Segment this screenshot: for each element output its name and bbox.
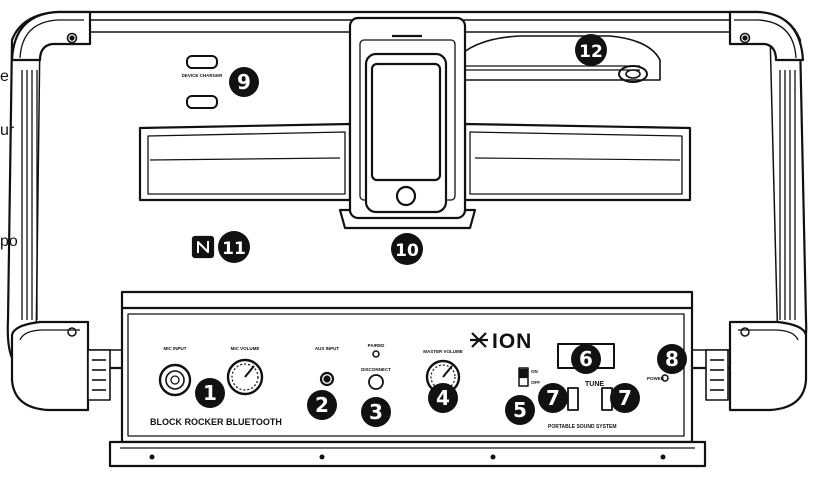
callout-circle-1 <box>195 378 225 408</box>
callout-10: 10 <box>391 233 423 265</box>
tune-label: TUNE <box>585 381 604 388</box>
callout-4: 4 <box>428 383 458 413</box>
nfc-icon <box>191 235 215 259</box>
callout-number-11: 11 <box>222 239 246 259</box>
paired-label: PAIRED <box>368 343 385 348</box>
hinge-right <box>705 349 729 401</box>
callout-7a: 7 <box>538 383 568 413</box>
callout-circle-5 <box>505 395 535 425</box>
right-side-fins <box>779 70 796 320</box>
callout-number-10: 10 <box>395 241 419 261</box>
switch-on-label: ON <box>531 369 538 374</box>
callout-circle-11 <box>218 231 250 263</box>
mic-volume-label: MIC VOLUME <box>231 346 260 351</box>
mic-input-label: MIC INPUT <box>164 346 187 351</box>
disconnect-label: DISCONNECT <box>361 367 391 372</box>
corner-bumper-top-right <box>728 10 805 62</box>
left-side-fins <box>21 70 38 320</box>
device-charger-label: DEVICE CHARGER <box>182 73 224 78</box>
callout-circle-10 <box>391 233 423 265</box>
callout-9: 9 <box>229 67 259 97</box>
callout-number-5: 5 <box>513 398 527 422</box>
paired-led <box>372 350 380 358</box>
callout-number-6: 6 <box>579 347 593 371</box>
callout-number-7a: 7 <box>546 386 560 410</box>
disconnect-button <box>368 374 384 390</box>
edge-text-fragment-1: e <box>0 68 9 85</box>
callout-circle-6 <box>571 344 601 374</box>
callout-number-9: 9 <box>237 70 251 94</box>
callout-circle-7b <box>610 383 640 413</box>
callout-number-3: 3 <box>369 400 383 424</box>
tagline: PORTABLE SOUND SYSTEM <box>548 424 617 430</box>
corner-bumper-top-left <box>10 10 92 62</box>
carry-handle <box>454 35 661 83</box>
model-name: BLOCK ROCKER BLUETOOTH <box>150 417 282 427</box>
mic-volume-knob <box>226 358 264 396</box>
tune-knob-left <box>567 387 579 411</box>
smartphone <box>364 34 448 214</box>
mic-input-jack <box>158 363 192 397</box>
callout-3: 3 <box>361 397 391 427</box>
power-label: POWER <box>647 376 665 381</box>
callout-number-7b: 7 <box>618 386 632 410</box>
hinge-left <box>87 349 111 401</box>
callout-circle-3 <box>361 397 391 427</box>
switch-off-label: OFF <box>531 380 540 385</box>
callout-number-1: 1 <box>203 381 217 405</box>
callout-5: 5 <box>505 395 535 425</box>
callout-number-4: 4 <box>436 386 450 410</box>
base-screws <box>149 454 666 460</box>
brand-label: ION <box>492 330 532 353</box>
callout-2: 2 <box>307 390 337 420</box>
aux-input-label: AUX INPUT <box>315 346 340 351</box>
callout-number-12: 12 <box>579 42 603 62</box>
callout-8: 8 <box>657 344 687 374</box>
ion-logo: ION <box>470 330 532 353</box>
callout-6: 6 <box>571 344 601 374</box>
master-volume-label: MASTER VOLUME <box>423 349 463 354</box>
power-switch <box>518 367 529 387</box>
control-panel <box>108 290 707 468</box>
callout-circle-2 <box>307 390 337 420</box>
device-charger-ports <box>186 55 218 109</box>
callout-1: 1 <box>195 378 225 408</box>
power-led <box>661 374 669 382</box>
callout-circle-12 <box>575 34 607 66</box>
corner-bumper-bottom-left <box>10 320 90 412</box>
corner-bumper-bottom-right <box>728 320 808 412</box>
callout-7b: 7 <box>610 383 640 413</box>
callout-12: 12 <box>575 34 607 66</box>
aux-input-jack <box>319 371 335 387</box>
callout-number-2: 2 <box>315 393 329 417</box>
callout-circle-8 <box>657 344 687 374</box>
callout-circle-7a <box>538 383 568 413</box>
callout-circle-9 <box>229 67 259 97</box>
callout-number-8: 8 <box>665 347 679 371</box>
callout-11: 11 <box>218 231 250 263</box>
callout-circle-4 <box>428 383 458 413</box>
